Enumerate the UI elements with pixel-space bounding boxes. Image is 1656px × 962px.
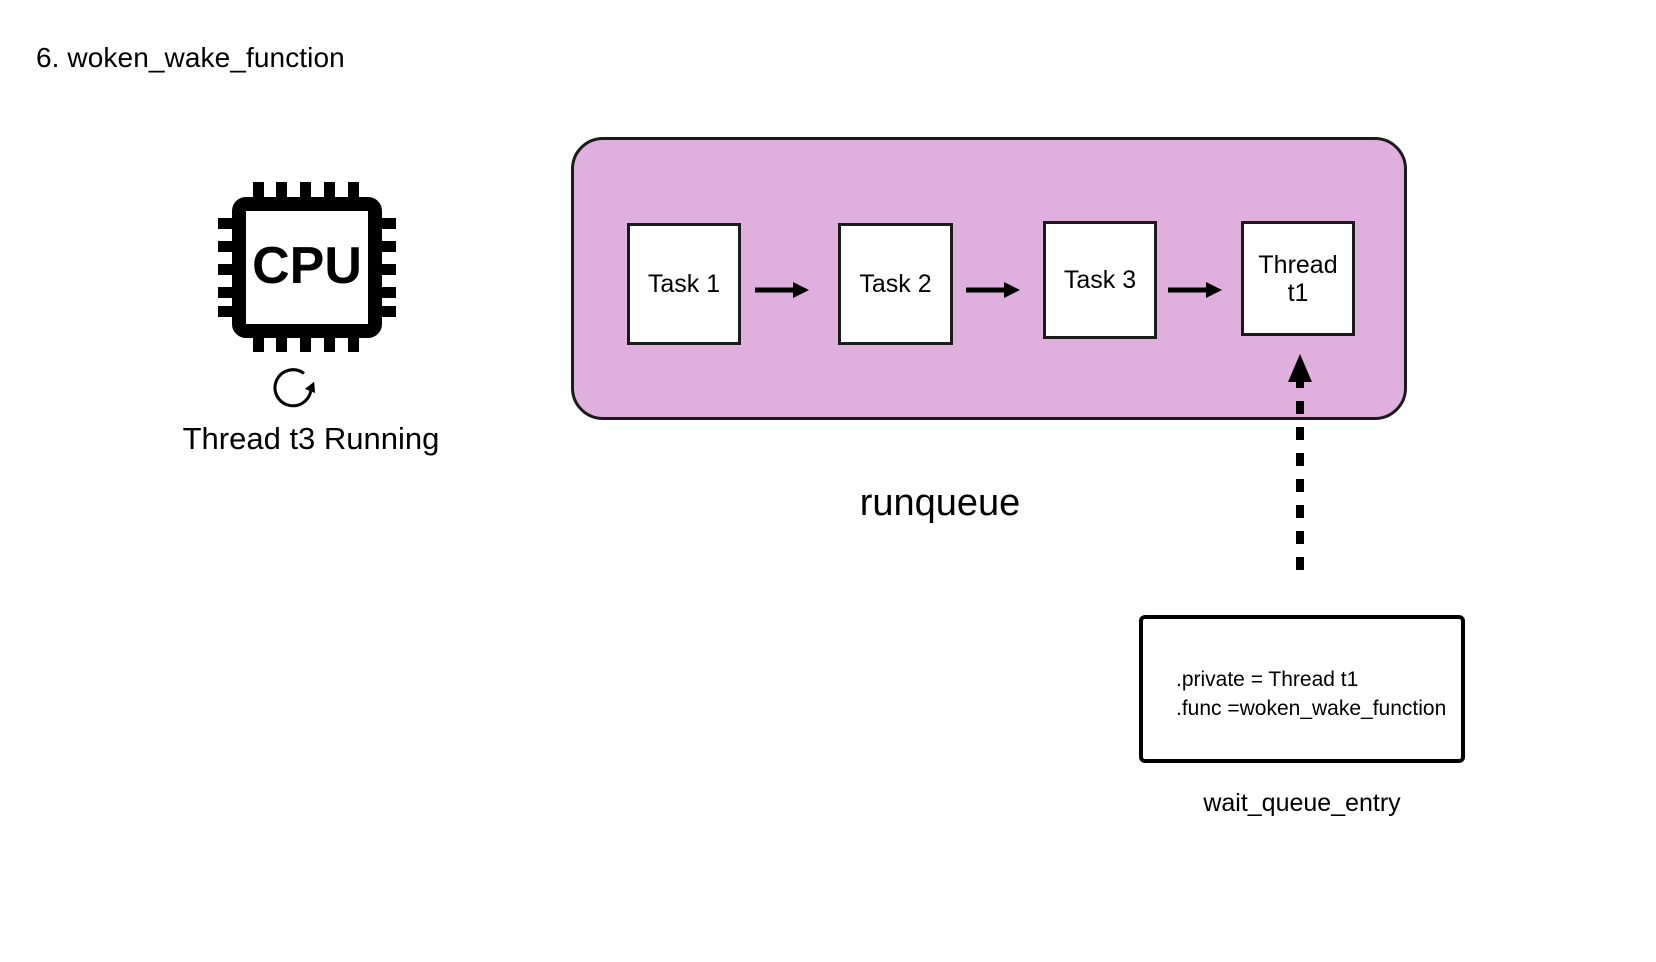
cpu-chip-icon: CPU	[212, 178, 402, 358]
runqueue-container: Task 1 Task 2 Task 3	[571, 137, 1407, 420]
task-box-label: Task 1	[647, 270, 721, 298]
wait-queue-entry-field-func: .func =woken_wake_function	[1176, 696, 1447, 720]
thread-box-line-2: t1	[1287, 278, 1309, 307]
arrow-right-icon	[966, 280, 1020, 300]
cpu-group: CPU Thread t3 Running	[170, 178, 450, 478]
thread-box-label: Thread t1	[1258, 251, 1337, 307]
runqueue-task-box[interactable]: Task 2	[838, 223, 953, 345]
wait-queue-entry-box[interactable]: .private = Thread t1 .func =woken_wake_f…	[1139, 615, 1465, 763]
wait-queue-entry-caption: wait_queue_entry	[1203, 789, 1401, 817]
runqueue-task-box[interactable]: Task 1	[627, 223, 741, 345]
svg-text:CPU: CPU	[252, 237, 362, 295]
wait-queue-entry-fields: .private = Thread t1 .func =woken_wake_f…	[1176, 666, 1446, 724]
arrow-right-icon	[1168, 280, 1222, 300]
cpu-status-label: Thread t3 Running	[182, 421, 440, 456]
dashed-arrow-up-icon	[1272, 352, 1328, 572]
task-box-label: Task 2	[859, 270, 932, 298]
page-title: 6. woken_wake_function	[36, 42, 345, 73]
runqueue-thread-box[interactable]: Thread t1	[1241, 221, 1355, 336]
task-box-label: Task 3	[1063, 266, 1137, 294]
runqueue-task-box[interactable]: Task 3	[1043, 221, 1157, 339]
arrow-right-icon	[755, 280, 809, 300]
circular-arrow-icon	[266, 358, 326, 413]
thread-box-line-1: Thread	[1258, 250, 1338, 279]
wait-queue-entry-field-private: .private = Thread t1	[1176, 668, 1359, 691]
runqueue-label: runqueue	[859, 482, 1021, 524]
